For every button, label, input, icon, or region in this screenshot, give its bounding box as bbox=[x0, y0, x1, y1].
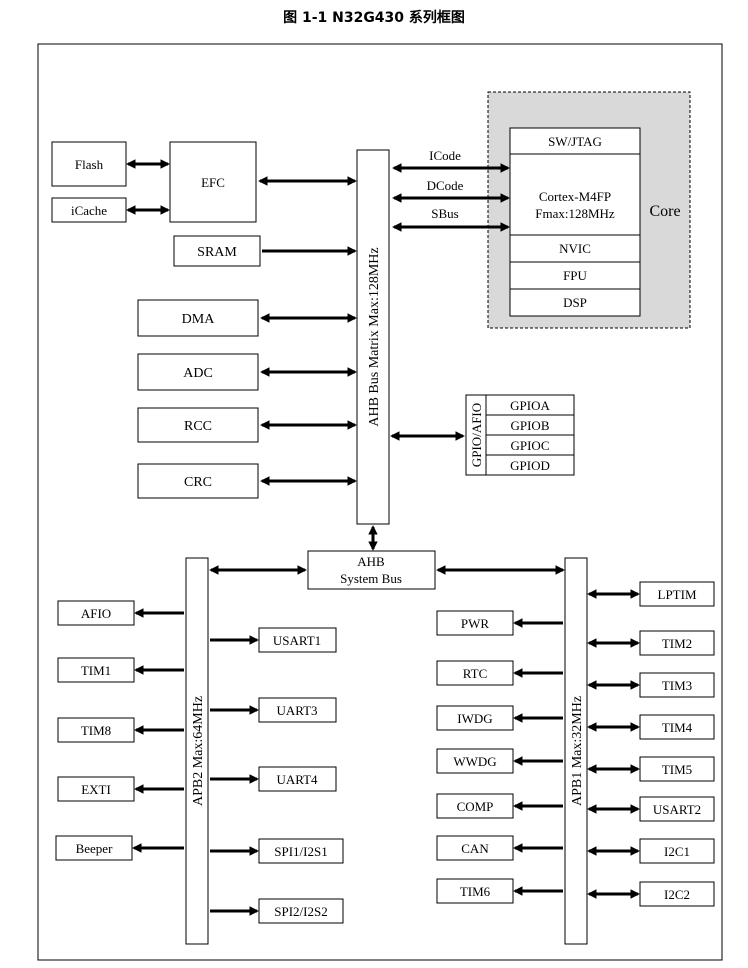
flash-block bbox=[51, 141, 127, 187]
uart4-label: UART4 bbox=[276, 772, 318, 787]
dcode-label: DCode bbox=[427, 178, 464, 193]
comp-block bbox=[436, 793, 514, 819]
spi2-i2s2-label: SPI2/I2S2 bbox=[274, 904, 327, 919]
uart3-block bbox=[258, 697, 337, 723]
system-bus-label-2: System Bus bbox=[340, 571, 402, 586]
gpio-port-label: GPIOC bbox=[510, 438, 549, 453]
comp-label: COMP bbox=[457, 799, 494, 814]
lptim-block bbox=[639, 581, 715, 607]
cpu-block bbox=[509, 127, 641, 317]
wwdg-block bbox=[436, 748, 514, 774]
apb2-bus-label: APB2 Max:64MHz bbox=[191, 696, 206, 806]
crc-block bbox=[137, 463, 259, 499]
tim5-block bbox=[639, 756, 715, 782]
icode-label: ICode bbox=[429, 148, 461, 163]
apb1-right-peripherals: LPTIM TIM2 TIM3 TIM4 TIM5 USART2 I2C1 I2… bbox=[587, 581, 715, 907]
tim2-label: TIM2 bbox=[662, 636, 692, 651]
pwr-label: PWR bbox=[461, 616, 490, 631]
adc-label: ADC bbox=[183, 366, 213, 381]
apb2-left-peripherals: AFIO TIM1 TIM8 EXTI Beeper bbox=[55, 600, 184, 861]
usart2-block bbox=[639, 796, 715, 822]
dsp-label: DSP bbox=[563, 295, 587, 310]
tim6-block bbox=[436, 878, 514, 904]
rcc-label: RCC bbox=[184, 419, 212, 434]
i2c1-label: I2C1 bbox=[664, 844, 690, 859]
tim6-label: TIM6 bbox=[460, 884, 491, 899]
crc-label: CRC bbox=[184, 475, 212, 490]
iwdg-block bbox=[436, 705, 514, 731]
dma-block bbox=[137, 299, 259, 337]
cpu-freq-label: Fmax:128MHz bbox=[535, 206, 615, 221]
gpio-port-label: GPIOB bbox=[510, 418, 549, 433]
iwdg-label: IWDG bbox=[457, 711, 492, 726]
lptim-label: LPTIM bbox=[658, 587, 697, 602]
efc-block bbox=[169, 141, 257, 223]
can-label: CAN bbox=[461, 841, 489, 856]
beeper-label: Beeper bbox=[76, 841, 113, 856]
tim3-label: TIM3 bbox=[662, 678, 692, 693]
i2c2-block bbox=[639, 881, 715, 907]
tim5-label: TIM5 bbox=[662, 762, 692, 777]
figure-title: 图 1-1 N32G430 系列框图 bbox=[283, 9, 465, 26]
tim4-block bbox=[639, 714, 715, 740]
tim4-label: TIM4 bbox=[662, 720, 693, 735]
gpio-port-label: GPIOD bbox=[510, 458, 550, 473]
apb1-left-peripherals: PWR RTC IWDG WWDG COMP CAN TIM6 bbox=[436, 610, 563, 904]
fpu-label: FPU bbox=[563, 268, 587, 283]
rcc-block bbox=[137, 407, 259, 443]
ahb-system-bus bbox=[307, 550, 436, 590]
tim1-block bbox=[57, 657, 135, 683]
spi1-i2s1-block bbox=[258, 838, 344, 864]
afio-block bbox=[57, 600, 135, 626]
swjtag-label: SW/JTAG bbox=[548, 134, 602, 149]
uart4-block bbox=[258, 766, 337, 792]
usart1-label: USART1 bbox=[273, 633, 321, 648]
dma-label: DMA bbox=[182, 312, 216, 327]
apb2-bus bbox=[185, 557, 209, 945]
gpio-afio-label: GPIO/AFIO bbox=[469, 403, 484, 467]
efc-label: EFC bbox=[201, 175, 225, 190]
tim3-block bbox=[639, 672, 715, 698]
can-block bbox=[436, 835, 514, 861]
afio-label: AFIO bbox=[81, 606, 111, 621]
sram-label: SRAM bbox=[197, 245, 237, 260]
apb2-right-peripherals: USART1 UART3 UART4 SPI1/I2S1 SPI2/I2S2 bbox=[210, 627, 344, 924]
beeper-block bbox=[55, 835, 133, 861]
spi2-i2s2-block bbox=[258, 898, 344, 924]
tim1-label: TIM1 bbox=[81, 663, 111, 678]
apb1-bus bbox=[564, 557, 588, 945]
rtc-block bbox=[436, 660, 514, 686]
usart2-label: USART2 bbox=[653, 802, 701, 817]
nvic-label: NVIC bbox=[559, 241, 591, 256]
flash-label: Flash bbox=[75, 157, 104, 172]
wwdg-label: WWDG bbox=[453, 754, 496, 769]
i2c2-label: I2C2 bbox=[664, 887, 690, 902]
system-bus-label-1: AHB bbox=[357, 554, 385, 569]
icache-label: iCache bbox=[71, 203, 107, 218]
gpio-port-label: GPIOA bbox=[510, 398, 550, 413]
sram-block bbox=[173, 235, 261, 267]
usart1-block bbox=[258, 627, 337, 653]
exti-label: EXTI bbox=[81, 782, 111, 797]
rtc-label: RTC bbox=[463, 666, 488, 681]
ahb-bus-matrix bbox=[356, 149, 390, 525]
ahb-matrix-label: AHB Bus Matrix Max:128MHz bbox=[367, 247, 382, 426]
tim8-label: TIM8 bbox=[81, 723, 111, 738]
adc-block bbox=[137, 353, 259, 391]
i2c1-block bbox=[639, 838, 715, 864]
sbus-label: SBus bbox=[431, 206, 458, 221]
exti-block bbox=[57, 776, 135, 802]
icache-block bbox=[51, 197, 127, 223]
apb1-bus-label: APB1 Max:32MHz bbox=[570, 696, 585, 806]
cpu-name-label: Cortex-M4FP bbox=[539, 189, 611, 204]
uart3-label: UART3 bbox=[276, 703, 317, 718]
spi1-i2s1-label: SPI1/I2S1 bbox=[274, 844, 327, 859]
pwr-block bbox=[436, 610, 514, 636]
core-label: Core bbox=[649, 203, 680, 220]
tim8-block bbox=[57, 717, 135, 743]
tim2-block bbox=[639, 630, 715, 656]
diagram-frame bbox=[37, 43, 723, 961]
